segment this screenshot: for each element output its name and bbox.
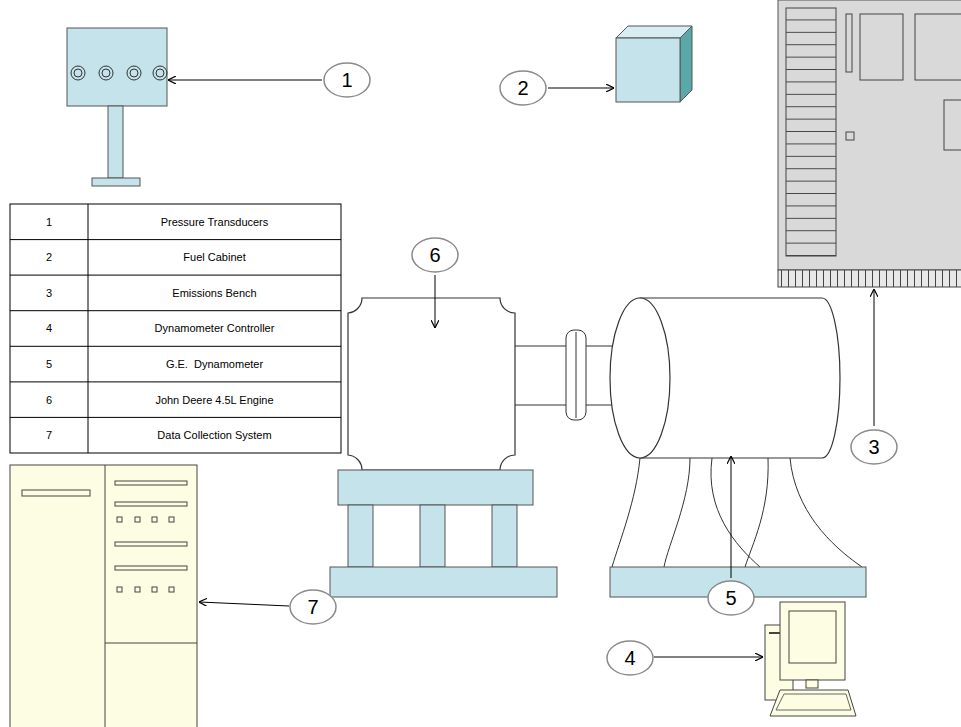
callout-circle: 1 <box>323 62 371 98</box>
callout-number: 2 <box>517 77 528 100</box>
table-number: 6 <box>11 383 87 417</box>
table-part-name: Dynamometer Controller <box>89 312 340 346</box>
table-number: 7 <box>11 418 87 452</box>
part-name: Pressure Transducers <box>161 216 269 228</box>
callout-number: 2 <box>46 251 52 263</box>
callout-number: 5 <box>725 587 736 610</box>
computer <box>765 602 856 716</box>
table-number: 3 <box>11 276 87 310</box>
part-name: Emissions Bench <box>172 287 256 299</box>
callout-number: 4 <box>624 647 635 670</box>
callout-circle: 3 <box>850 429 898 465</box>
legend-table-grid <box>10 204 341 453</box>
part-name: Data Collection System <box>157 429 271 441</box>
callout-number: 1 <box>341 69 352 92</box>
dynamometer <box>610 298 866 597</box>
data-collection-cabinet <box>10 465 197 727</box>
table-number: 4 <box>11 312 87 346</box>
fuel-cabinet <box>616 26 692 102</box>
part-name: John Deere 4.5L Engine <box>155 394 273 406</box>
table-number: 2 <box>11 241 87 275</box>
table-part-name: Emissions Bench <box>89 276 340 310</box>
engine <box>330 298 568 597</box>
callout-circle: 4 <box>606 640 654 676</box>
table-part-name: Fuel Cabinet <box>89 241 340 275</box>
callout-number: 3 <box>46 287 52 299</box>
part-name: Dynamometer Controller <box>155 322 275 334</box>
callout-number: 7 <box>46 429 52 441</box>
callout-circle: 6 <box>411 237 459 273</box>
callout-number: 3 <box>868 436 879 459</box>
table-part-name: John Deere 4.5L Engine <box>89 383 340 417</box>
table-part-name: Data Collection System <box>89 418 340 452</box>
emissions-bench <box>778 0 961 287</box>
callout-number: 1 <box>46 216 52 228</box>
leader-arrows <box>168 80 874 657</box>
table-number: 5 <box>11 347 87 381</box>
callout-number: 6 <box>429 244 440 267</box>
callout-number: 6 <box>46 394 52 406</box>
table-part-name: G.E. Dynamometer <box>89 347 340 381</box>
table-part-name: Pressure Transducers <box>89 205 340 239</box>
callout-circle: 7 <box>289 589 337 625</box>
callout-circle: 2 <box>499 70 547 106</box>
part-name: G.E. Dynamometer <box>166 358 263 370</box>
part-name: Fuel Cabinet <box>183 251 245 263</box>
callout-number: 4 <box>46 322 52 334</box>
callout-number: 5 <box>46 358 52 370</box>
callout-number: 7 <box>307 596 318 619</box>
table-number: 1 <box>11 205 87 239</box>
pressure-transducer <box>67 28 167 186</box>
callout-circle: 5 <box>707 580 755 616</box>
